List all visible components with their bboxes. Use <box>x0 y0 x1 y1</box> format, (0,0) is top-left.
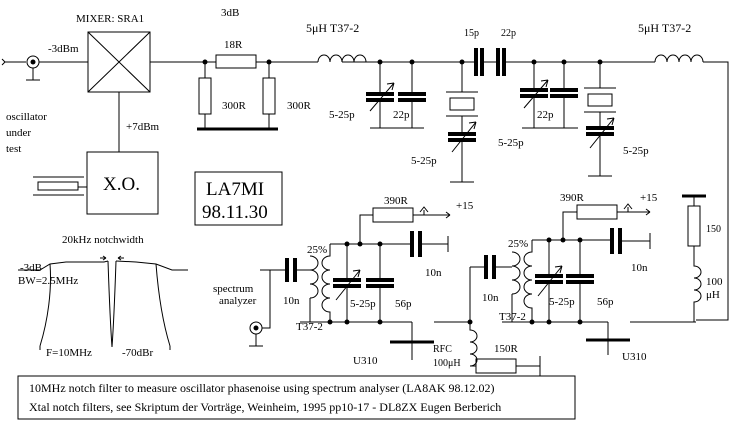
mixer-block <box>87 31 151 93</box>
r-shunt-right-label: 300R <box>287 100 312 112</box>
svg-text:under: under <box>6 127 31 139</box>
amp2-supply-label: +15 <box>640 192 658 204</box>
amp2-toroid-label: T37-2 <box>499 311 526 323</box>
amp2-cap-label: 56p <box>597 296 614 308</box>
r-shunt-right <box>262 77 276 115</box>
notch-width-label: 20kHz notchwidth <box>62 234 144 246</box>
inductor-left-label: 5μH T37-2 <box>306 21 359 35</box>
amp2-tap-label: 25% <box>508 238 528 250</box>
choke-100uH-label: 100 μH <box>706 276 723 301</box>
caption-line-1: 10MHz notch filter to measure oscillator… <box>29 381 495 395</box>
amp1-toroid-label: T37-2 <box>296 321 323 333</box>
trimmer-2-label: 5-25p <box>411 155 437 167</box>
inductor-right-label: 5μH T37-2 <box>638 21 691 35</box>
svg-text:100: 100 <box>706 276 723 288</box>
amp1-fet-label: U310 <box>353 355 378 367</box>
cap-15p-label: 15p <box>464 28 479 39</box>
crystal-2 <box>587 93 613 107</box>
svg-text:RFC: RFC <box>433 344 452 355</box>
crystal-1 <box>449 97 475 111</box>
r-series-18R <box>215 54 257 69</box>
attenuator-label: 3dB <box>221 7 239 19</box>
input-connector <box>1 55 40 81</box>
amp2-fet-label: U310 <box>622 351 647 363</box>
amp2-trimmer-label: 5-25p <box>549 296 575 308</box>
author-box <box>194 171 283 226</box>
trimmer-3-label: 5-25p <box>498 137 524 149</box>
svg-text:μH: μH <box>706 289 720 301</box>
amp1-supply-label: +15 <box>456 200 474 212</box>
svg-text:X.O.: X.O. <box>103 174 140 195</box>
rfc-choke <box>469 322 541 376</box>
trimmer-1-label: 5-25p <box>329 109 355 121</box>
caption-box <box>17 375 576 420</box>
amp1-cap-label: 56p <box>395 298 412 310</box>
r-shunt-left <box>198 77 212 115</box>
amp1-cap-10n-right-label: 10n <box>425 267 442 279</box>
caption-line-2: Xtal notch filters, see Skriptum der Vor… <box>29 400 501 414</box>
xo-block: X.O. <box>33 151 159 215</box>
svg-text:100μH: 100μH <box>433 358 461 369</box>
inductor-right <box>654 54 704 63</box>
rfc-label: RFC 100μH <box>433 344 461 369</box>
author-date: 98.11.30 <box>202 202 268 223</box>
svg-text:oscillator: oscillator <box>6 111 47 123</box>
amp2-cap-10n-right-label: 10n <box>631 262 648 274</box>
plot-level-label: -3dB <box>20 262 42 274</box>
cap-22p-1-label: 22p <box>393 109 410 121</box>
cap-22p-2-label: 22p <box>537 109 554 121</box>
amp1-tap-label: 25% <box>307 244 327 256</box>
input-level-label: -3dBm <box>48 43 79 55</box>
amplifier-1 <box>249 206 470 360</box>
r-shunt-left-label: 300R <box>222 100 247 112</box>
author-callsign: LA7MI <box>206 179 264 200</box>
svg-text:analyzer: analyzer <box>219 295 257 307</box>
amplifier-2 <box>467 203 696 355</box>
lo-level-label: +7dBm <box>126 121 160 133</box>
r-150R-label: 150R <box>494 343 519 355</box>
amp1-r-label: 390R <box>384 195 409 207</box>
plot-freq-label: F=10MHz <box>46 347 92 359</box>
amp1-cap-10n-left-label: 10n <box>283 295 300 307</box>
svg-text:test: test <box>6 143 21 155</box>
amp2-r-label: 390R <box>560 192 585 204</box>
mixer-title: MIXER: SRA1 <box>76 13 144 25</box>
spectrum-analyzer-label: spectrum analyzer <box>213 283 257 307</box>
r-150-and-choke <box>682 194 706 322</box>
plot-bw-label: BW=2.5MHz <box>18 275 78 287</box>
trimmer-4-label: 5-25p <box>623 145 649 157</box>
r-series-label: 18R <box>224 39 243 51</box>
amp1-trimmer-label: 5-25p <box>350 298 376 310</box>
cap-22p-top-label: 22p <box>501 28 516 39</box>
amp2-cap-10n-left-label: 10n <box>482 292 499 304</box>
svg-text:spectrum: spectrum <box>213 283 254 295</box>
notch-response-plot <box>18 255 188 350</box>
inductor-left <box>317 54 367 63</box>
plot-depth-label: -70dBr <box>122 347 154 359</box>
r-150-label: 150 <box>706 224 721 235</box>
oscillator-under-test-label: oscillator under test <box>6 111 47 155</box>
